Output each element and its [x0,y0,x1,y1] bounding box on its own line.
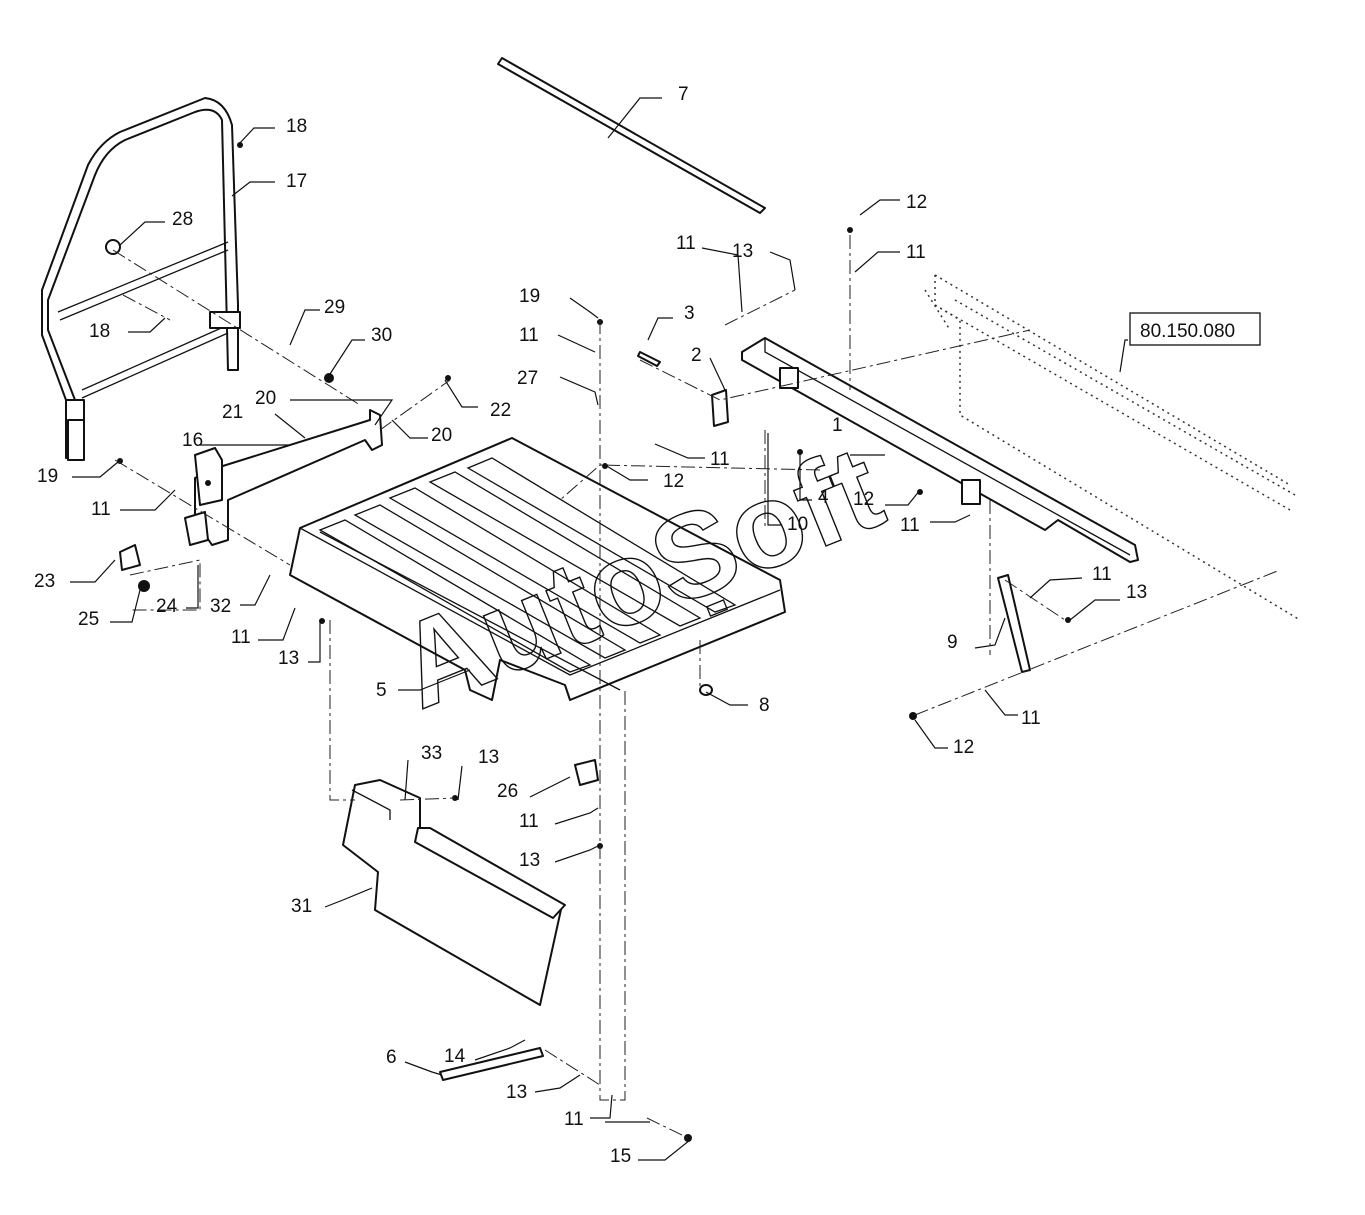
part-23-pin [119,544,141,571]
callout-17: 17 [286,171,307,192]
callout-labels: 7 18 17 28 12 13 11 11 19 18 29 3 30 11 … [34,84,1147,1167]
callout-14: 14 [444,1046,466,1067]
callout-11: 11 [906,242,926,263]
callout-10: 10 [787,514,808,535]
callout-11: 11 [710,449,730,470]
callout-26: 26 [497,781,518,802]
callout-30: 30 [371,325,392,346]
part-2-clip [711,389,729,427]
callout-6: 6 [386,1047,397,1068]
callout-13: 13 [1126,582,1147,603]
callout-19: 19 [519,286,540,307]
reference-label: 80.150.080 [1140,321,1235,342]
callout-19: 19 [37,466,58,487]
hardware-fasteners [117,142,1071,1142]
callout-11: 11 [519,325,539,346]
callout-11: 11 [564,1109,584,1130]
callout-12: 12 [906,192,927,213]
part-16-mounting-bracket [184,409,383,546]
callout-13: 13 [519,850,540,871]
callout-21: 21 [222,402,243,423]
callout-29: 29 [324,297,345,318]
callout-18: 18 [286,116,307,137]
part-3-pin [637,351,661,367]
part-26-latch [574,759,599,786]
part-9-strut [997,574,1031,673]
callout-31: 31 [291,896,312,917]
reference-box[interactable]: 80.150.080 [1129,312,1261,346]
callout-25: 25 [78,609,99,630]
deck-slots [318,457,737,673]
callout-11: 11 [1092,564,1112,585]
callout-7: 7 [678,84,689,105]
callout-15: 15 [610,1146,631,1167]
part-31-panel [342,779,566,1006]
callout-28: 28 [172,209,193,230]
callout-24: 24 [156,596,178,617]
callout-13: 13 [732,241,753,262]
part-8-bumper [699,684,713,696]
callout-12: 12 [853,489,874,510]
leader-lines [70,97,1128,1161]
callout-11: 11 [519,811,539,832]
callout-8: 8 [759,695,770,716]
part-17-handrail [41,97,241,461]
callout-3: 3 [684,303,695,324]
frame-outline [924,274,1301,621]
callout-12: 12 [663,471,684,492]
callout-20: 20 [431,425,452,446]
callout-13: 13 [506,1082,527,1103]
callout-9: 9 [947,632,958,653]
callout-20: 20 [255,388,276,409]
callout-13: 13 [278,648,299,669]
callout-11: 11 [1021,708,1041,729]
callout-18: 18 [89,321,110,342]
callout-16: 16 [182,430,203,451]
part-6-rod [439,1047,544,1081]
callout-5: 5 [376,680,387,701]
callout-11: 11 [676,233,696,254]
assembly-lines [112,235,1281,1139]
callout-12: 12 [953,737,974,758]
callout-27: 27 [517,368,538,389]
callout-11: 11 [900,515,920,536]
callout-2: 2 [691,345,702,366]
callout-4: 4 [818,487,829,508]
callout-11: 11 [231,627,251,648]
callout-32: 32 [210,596,231,617]
callout-22: 22 [490,400,511,421]
callout-33: 33 [421,743,442,764]
part-5-platform-deck [289,437,786,701]
part-1-support-beam [741,337,1139,563]
callout-13: 13 [478,747,499,768]
part-7-strip [497,57,766,214]
callout-23: 23 [34,571,55,592]
callout-1: 1 [832,415,843,436]
callout-11: 11 [91,499,111,520]
